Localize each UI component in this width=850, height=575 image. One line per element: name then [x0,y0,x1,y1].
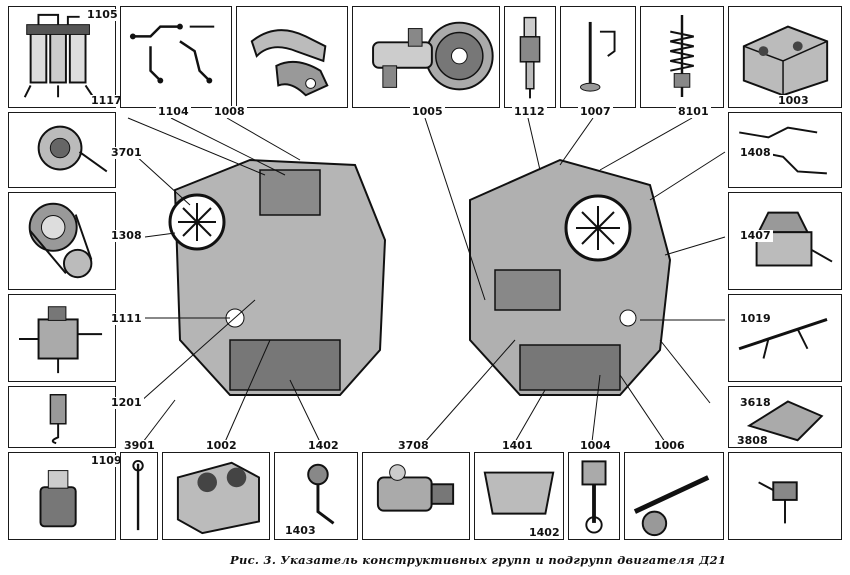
code-3808: 3808 [735,434,770,447]
code-1407: 1407 [738,229,773,242]
blower-icon [37,125,108,173]
code-1004: 1004 [578,439,613,452]
code-1201: 1201 [109,396,144,409]
cell-crankshaft[interactable] [352,6,500,108]
code-1402b: 1402 [527,526,562,539]
code-1104: 1104 [156,105,191,118]
starter-motor-icon [376,464,455,512]
code-1403: 1403 [283,524,318,537]
code-1005: 1005 [410,105,445,118]
code-1006: 1006 [652,439,687,452]
code-1117: 1117 [89,94,124,107]
cell-injection-pump[interactable] [8,294,116,382]
code-1109: 1109 [89,454,124,467]
dipstick-icon [132,460,144,531]
cell-exhaust-manifold[interactable] [236,6,348,108]
crankcase-icon [176,461,260,535]
code-1007: 1007 [578,105,613,118]
oil-pump-icon [307,463,335,525]
cell-fuel-filter[interactable]: 1105 1117 [8,6,124,108]
temperature-sensor-icon [758,481,798,524]
camshaft-icon [633,475,710,537]
cell-valve-spring[interactable] [640,6,724,108]
oil-filter-icon [39,470,77,528]
code-1003: 1003 [776,94,811,107]
cell-crankcase[interactable] [162,452,270,540]
code-1002: 1002 [204,439,239,452]
exhaust-manifold-icon [250,29,329,97]
code-1308: 1308 [109,229,144,242]
code-1111: 1111 [109,312,144,325]
cell-fan-housing-small[interactable] [8,112,116,188]
code-1112: 1112 [512,105,547,118]
linkage-icon [738,318,828,359]
glow-plug-icon [49,394,67,445]
bell-housing-icon [746,400,824,442]
cell-oil-pan[interactable]: 1402 [474,452,564,540]
cell-linkage[interactable] [728,294,842,382]
cell-injector[interactable] [504,6,556,108]
fan-belt-icon [28,202,93,279]
piston-rod-icon [581,460,607,534]
cell-glow-plug[interactable] [8,386,116,448]
cell-fan-belt[interactable] [8,192,116,290]
code-8101: 8101 [676,105,711,118]
crankshaft-flywheel-icon [372,21,494,91]
injector-icon [519,16,541,99]
figure-caption: Рис. 3. Указатель конструктивных групп и… [230,553,727,567]
oil-pan-icon [483,471,555,515]
code-1019: 1019 [738,312,773,325]
cell-dipstick[interactable] [120,452,158,540]
valve-icon [579,21,616,92]
leader-lines [127,117,726,443]
cell-valve[interactable] [560,6,636,108]
cylinder-head-icon [742,25,829,97]
code-1401: 1401 [500,439,535,452]
fuel-filter-icon [23,13,95,98]
code-1105: 1105 [85,8,120,21]
cell-fuel-lines[interactable] [120,6,232,108]
code-3618: 3618 [738,396,773,409]
code-3701: 3701 [109,146,144,159]
valve-spring-icon [670,15,694,98]
cell-oil-lines[interactable] [728,112,842,188]
injection-pump-icon [19,306,103,374]
engine-left-view [168,158,387,396]
code-1402a: 1402 [306,439,341,452]
cell-starter[interactable] [362,452,470,540]
cell-oil-pump[interactable]: 1403 [274,452,358,540]
air-filter-icon [755,211,833,267]
code-1408: 1408 [738,146,773,159]
code-3901: 3901 [122,439,157,452]
cell-piston[interactable] [568,452,620,540]
cell-cylinder-head[interactable] [728,6,842,108]
cell-bell-housing[interactable]: 3808 [728,386,842,448]
cell-camshaft[interactable] [624,452,724,540]
cell-sensor[interactable] [728,452,842,540]
fuel-lines-icon [129,23,215,84]
engine-right-view [469,158,672,396]
cell-oil-filter[interactable]: 1109 [8,452,124,540]
code-1008: 1008 [212,105,247,118]
code-3708: 3708 [396,439,431,452]
